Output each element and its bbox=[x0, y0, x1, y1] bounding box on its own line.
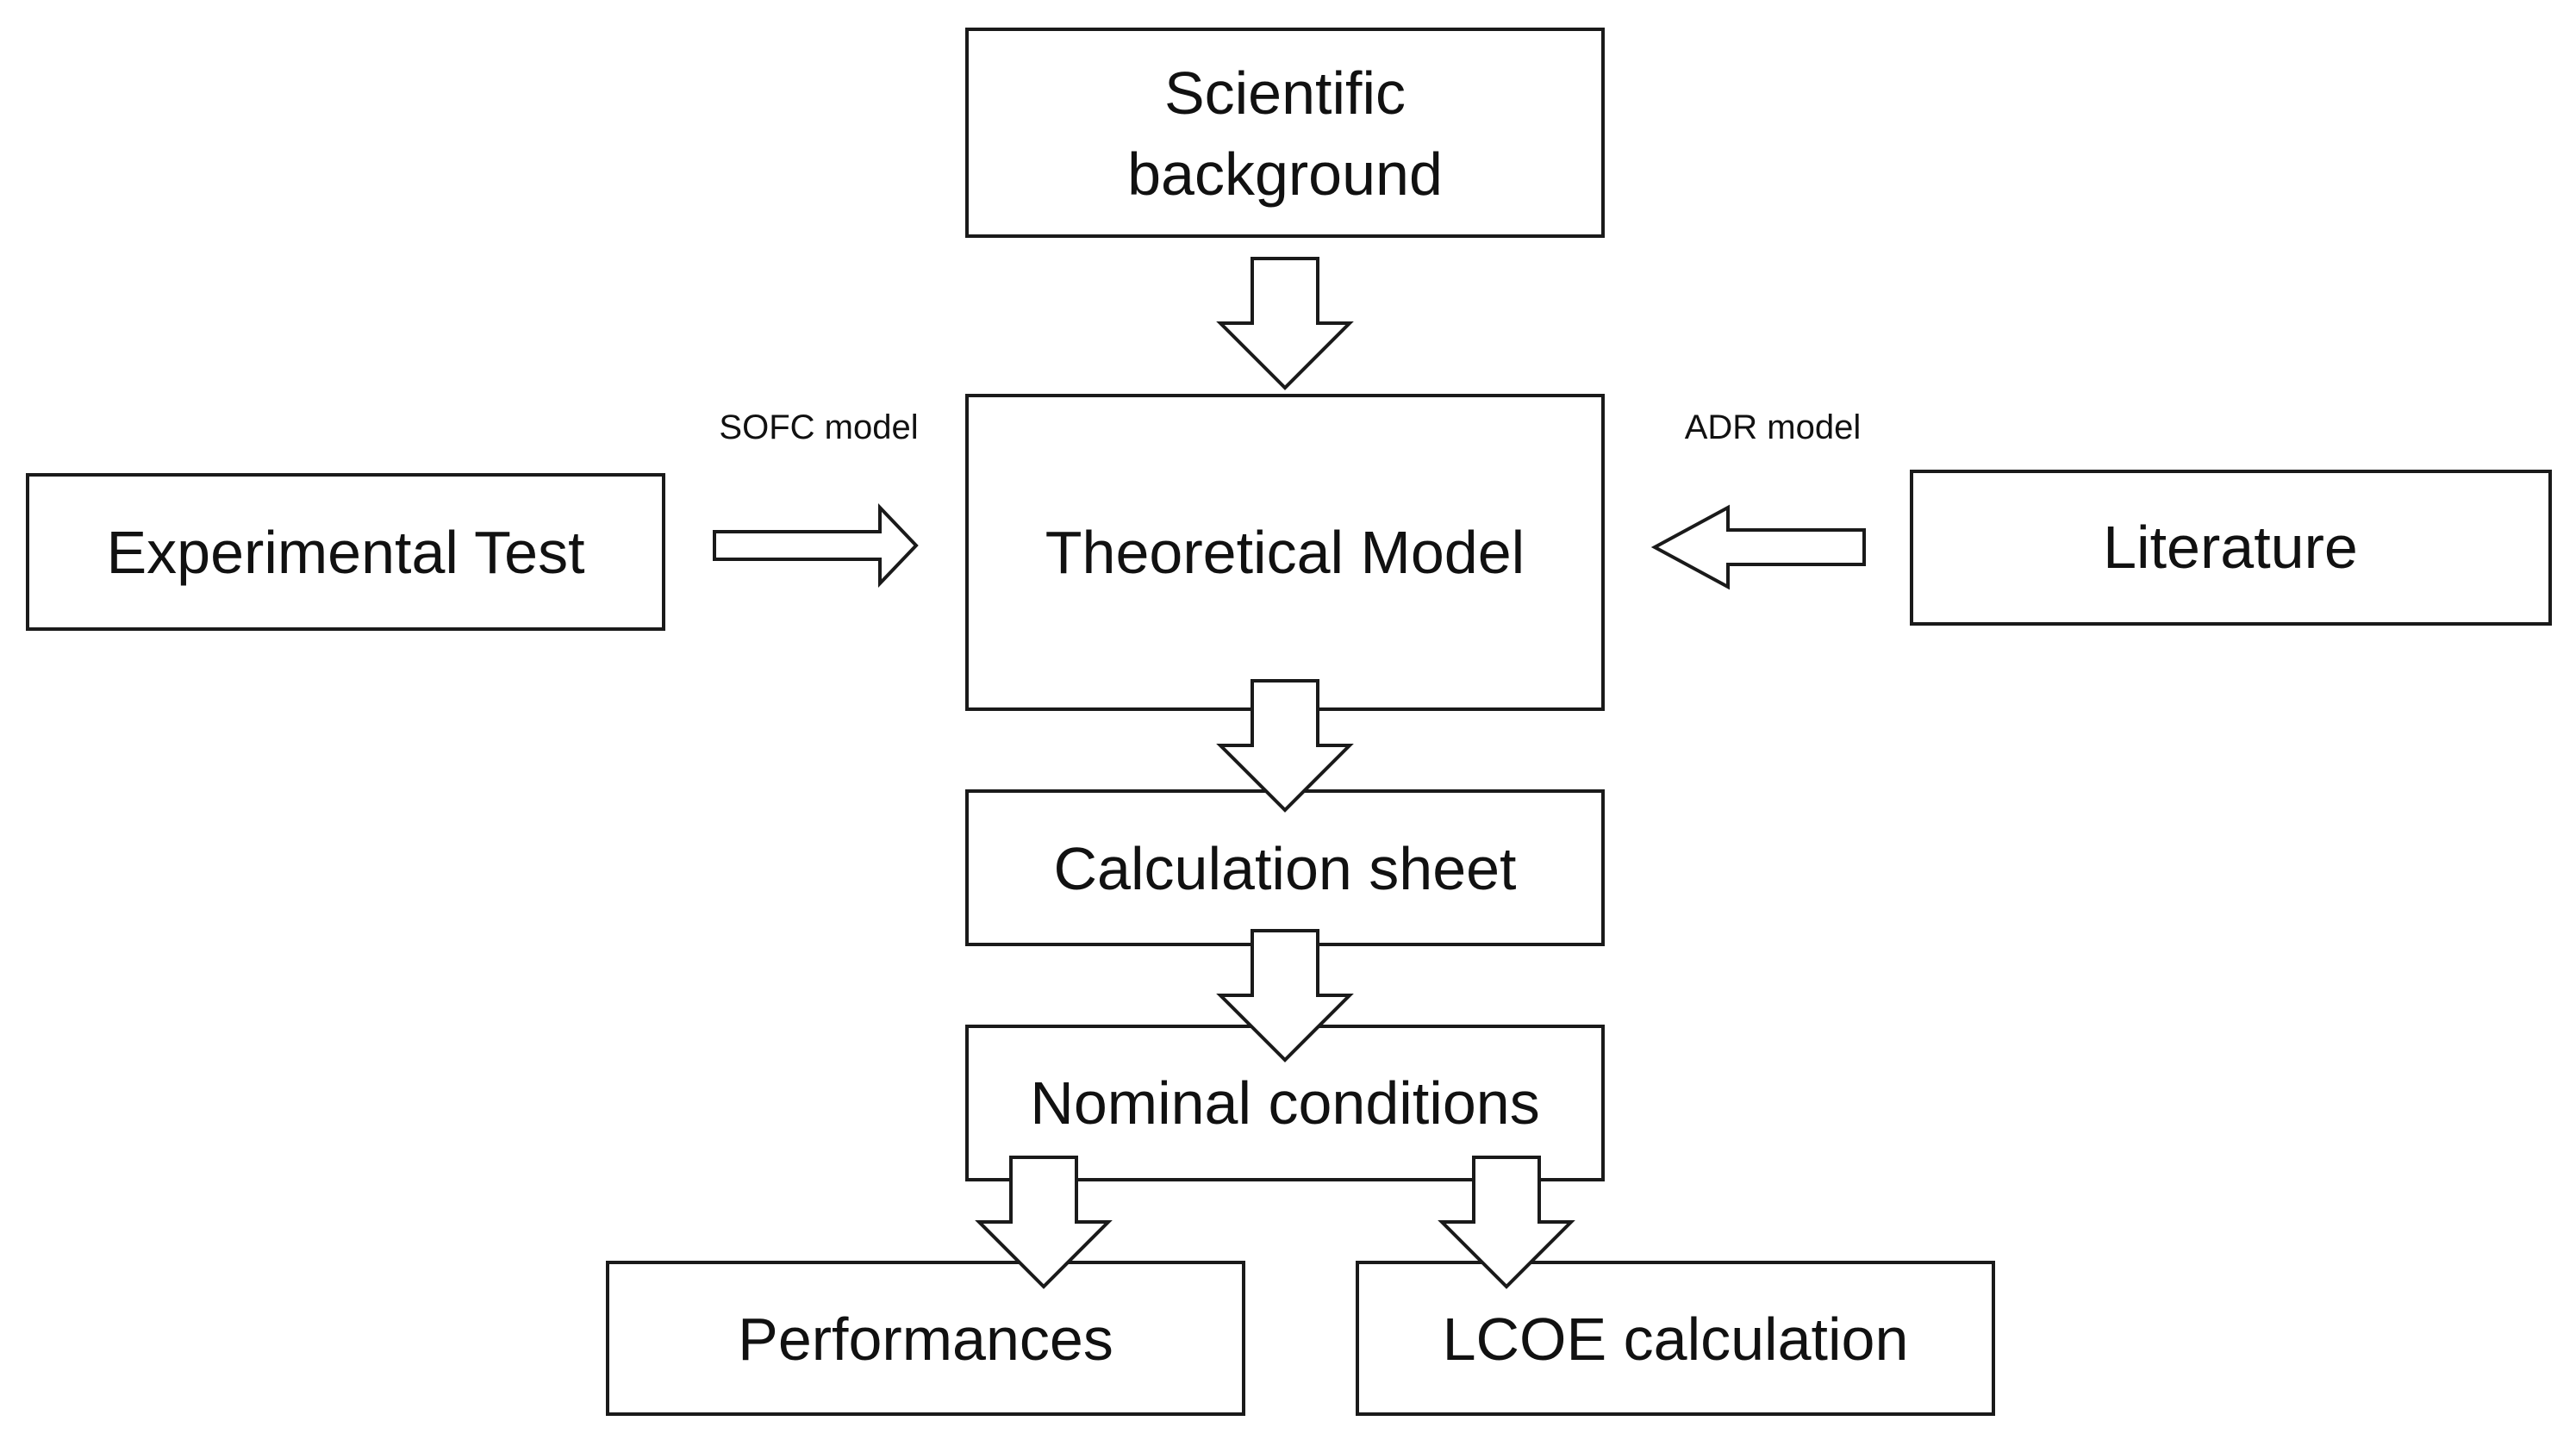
arrow-literature-to-model bbox=[1650, 504, 1866, 590]
node-performances-label: Performances bbox=[738, 1306, 1113, 1373]
edge-label-adr-model: ADR model bbox=[1685, 408, 1862, 446]
node-performances: Performances bbox=[606, 1261, 1245, 1416]
node-lcoe-calculation-label: LCOE calculation bbox=[1443, 1306, 1909, 1373]
node-calculation-sheet-label: Calculation sheet bbox=[1054, 835, 1517, 902]
node-literature: Literature bbox=[1910, 470, 2552, 626]
node-lcoe-calculation: LCOE calculation bbox=[1356, 1261, 1995, 1416]
node-theoretical-model: Theoretical Model bbox=[965, 394, 1605, 711]
node-theoretical-model-label: Theoretical Model bbox=[1045, 519, 1525, 586]
arrow-nominal-to-performances bbox=[975, 1156, 1113, 1289]
node-literature-label: Literature bbox=[2103, 514, 2358, 581]
node-scientific-background: Scientific background bbox=[965, 28, 1605, 238]
arrow-experimental-to-model bbox=[713, 503, 919, 588]
arrow-nominal-to-lcoe bbox=[1438, 1156, 1575, 1289]
node-scientific-background-line2: background bbox=[1127, 140, 1443, 208]
arrow-model-to-calc bbox=[1216, 679, 1354, 813]
node-scientific-background-line1: Scientific bbox=[1164, 59, 1406, 127]
arrow-background-to-model bbox=[1216, 257, 1354, 390]
edge-label-sofc-model: SOFC model bbox=[719, 408, 918, 446]
node-experimental-test: Experimental Test bbox=[26, 473, 665, 631]
arrow-calc-to-nominal bbox=[1216, 929, 1354, 1063]
node-calculation-sheet: Calculation sheet bbox=[965, 789, 1605, 946]
node-experimental-test-label: Experimental Test bbox=[106, 519, 584, 586]
node-nominal-conditions-label: Nominal conditions bbox=[1030, 1069, 1539, 1137]
